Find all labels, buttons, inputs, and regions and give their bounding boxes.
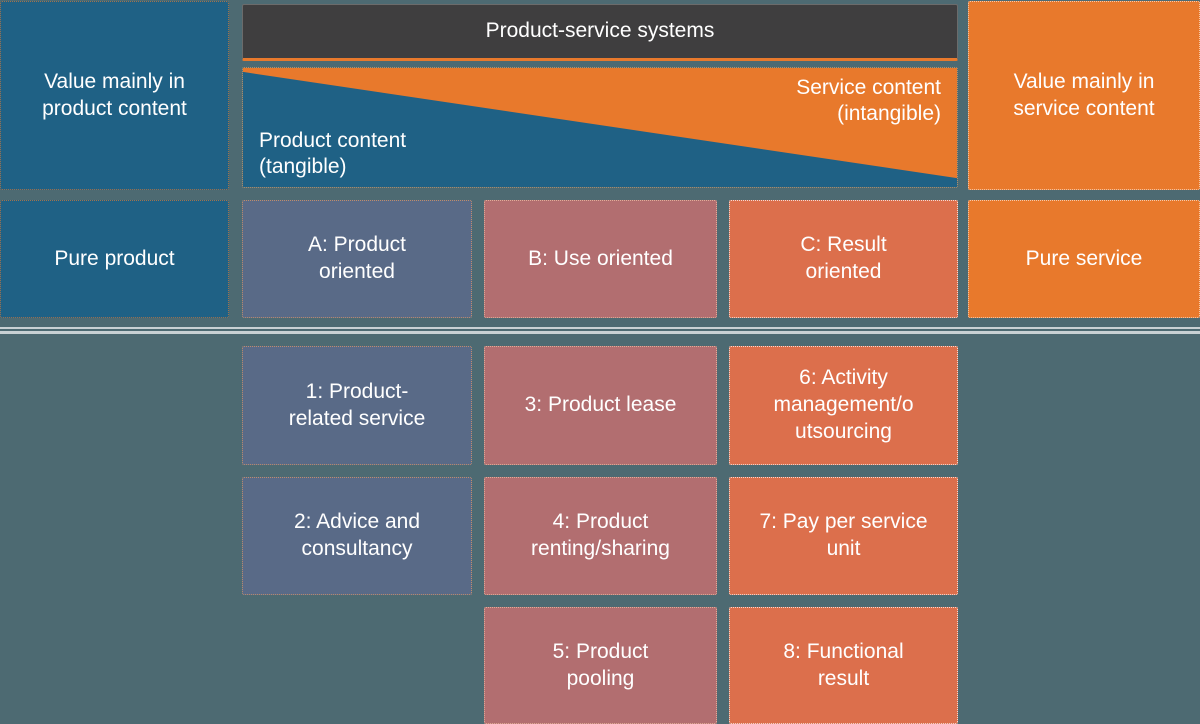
subtype-2-box: 2: Advice and consultancy: [242, 477, 472, 595]
content-mix-gradient-box: Product content (tangible) Service conte…: [242, 67, 958, 188]
subtype-7-box: 7: Pay per service unit: [729, 477, 958, 595]
pure-product-box: Pure product: [0, 200, 229, 318]
subtype-3-box: 3: Product lease: [484, 346, 717, 465]
pss-title-bar: Product-service systems: [242, 4, 958, 61]
subtype-8-label: 8: Functional result: [783, 639, 904, 690]
value-service-box: Value mainly in service content: [968, 1, 1200, 190]
subtype-7-label: 7: Pay per service unit: [759, 510, 928, 560]
category-a-box: A: Product oriented: [242, 200, 472, 318]
subtype-5-label: 5: Product pooling: [552, 639, 649, 690]
product-content-area: [243, 71, 957, 187]
subtype-1-box: 1: Product-related service: [242, 346, 472, 465]
subtype-4-box: 4: Product renting/sharing: [484, 477, 717, 595]
subtype-1-label: 1: Product-related service: [288, 379, 426, 430]
category-c-box: C: Result oriented: [729, 200, 958, 318]
subtype-6-box: 6: Activity management/outsourcing: [729, 346, 958, 465]
subtype-3-label: 3: Product lease: [524, 393, 677, 417]
value-product-box: Value mainly in product content: [0, 1, 229, 190]
subtype-6-label: 6: Activity management/outsourcing: [773, 366, 914, 443]
subtype-2-label: 2: Advice and consultancy: [293, 510, 421, 560]
subtype-8-box: 8: Functional result: [729, 607, 958, 724]
pure-product-label: Pure product: [54, 246, 175, 270]
category-c-label: C: Result oriented: [800, 233, 887, 283]
subtype-4-label: 4: Product renting/sharing: [531, 510, 670, 560]
category-b-box: B: Use oriented: [484, 200, 717, 318]
product-content-label: Product content (tangible): [259, 128, 407, 178]
pss-title-label: Product-service systems: [485, 19, 715, 43]
service-content-label: Service content (intangible): [796, 76, 941, 126]
value-product-label: Value mainly in product content: [42, 69, 187, 120]
tangible-intangible-gradient: [243, 68, 957, 187]
category-a-label: A: Product oriented: [307, 233, 407, 283]
subtype-5-box: 5: Product pooling: [484, 607, 717, 724]
category-b-label: B: Use oriented: [528, 246, 673, 270]
pure-service-label: Pure service: [1025, 246, 1143, 270]
section-divider: [0, 327, 1200, 334]
pure-service-box: Pure service: [968, 200, 1200, 318]
value-service-label: Value mainly in service content: [1013, 69, 1155, 120]
